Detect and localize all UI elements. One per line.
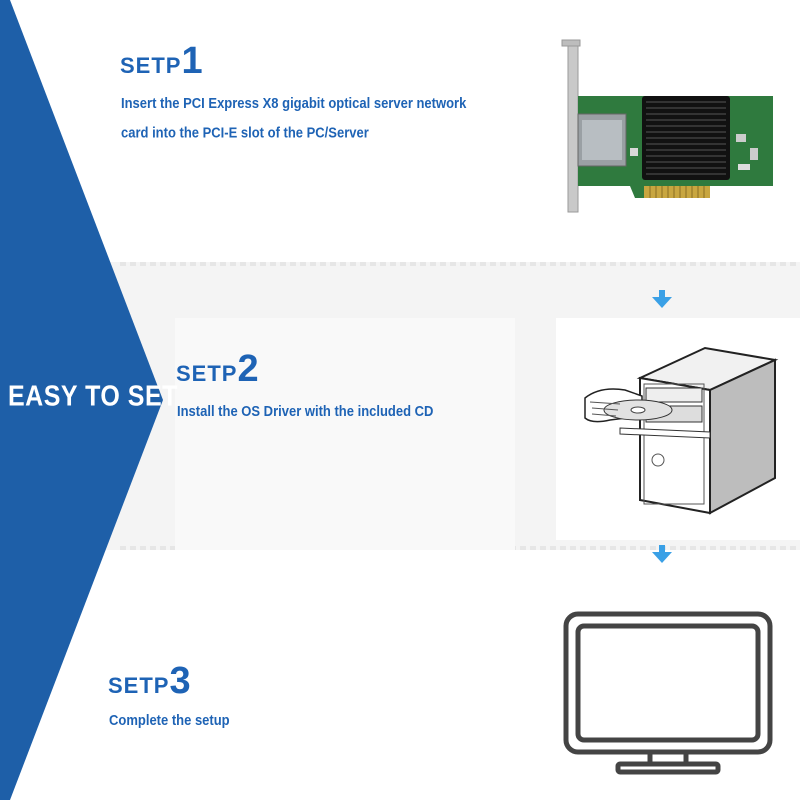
step2-description: Install the OS Driver with the included … — [177, 396, 433, 426]
monitor-illustration — [563, 611, 773, 775]
step3-title: SETP3 — [108, 662, 191, 700]
step2-title: SETP2 — [176, 350, 259, 388]
arrow-down-icon — [652, 290, 672, 308]
arrow-down-icon — [652, 545, 672, 563]
step1-number: 1 — [181, 40, 203, 82]
step1-description-line: Insert the PCI Express X8 gigabit optica… — [121, 94, 467, 112]
easy-to-set-label: EASY TO SET — [8, 380, 178, 413]
step1-description-line: card into the PCI-E slot of the PC/Serve… — [121, 124, 369, 141]
step2-number: 2 — [237, 348, 259, 390]
network-card-illustration — [561, 39, 773, 213]
step1-description: Insert the PCI Express X8 gigabit optica… — [121, 88, 466, 147]
step1-title: SETP1 — [120, 42, 203, 80]
step2-word: SETP — [176, 361, 238, 386]
step2-description-line: Install the OS Driver with the included … — [177, 402, 434, 420]
step1-word: SETP — [120, 53, 182, 78]
step2-panel — [175, 318, 515, 550]
step3-description-line: Complete the setup — [109, 711, 230, 729]
step3-number: 3 — [169, 660, 191, 702]
step3-word: SETP — [108, 673, 170, 698]
step3-description: Complete the setup — [109, 705, 230, 735]
pc-cd-illustration — [584, 346, 779, 515]
